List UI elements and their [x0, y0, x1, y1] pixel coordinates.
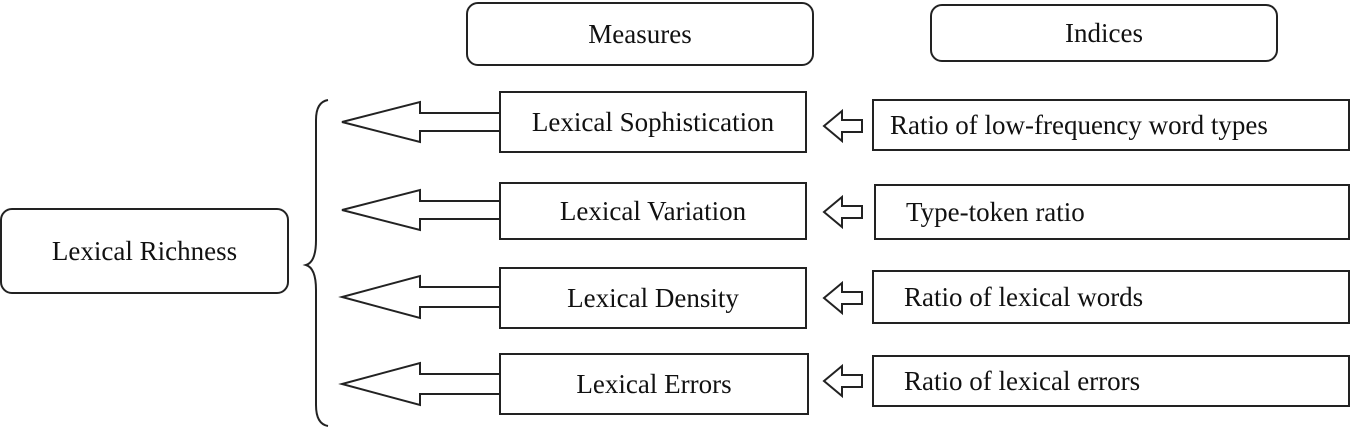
measure-box-sophistication: Lexical Sophistication: [499, 91, 807, 153]
index-label: Ratio of lexical words: [904, 281, 1144, 312]
measures-header-label: Measures: [588, 18, 692, 49]
small-arrow-icon: [822, 108, 863, 144]
grouping-brace: [302, 99, 329, 427]
small-arrow-icon: [822, 363, 863, 399]
index-label: Ratio of lexical errors: [904, 365, 1141, 396]
index-box-lexical-words: Ratio of lexical words: [872, 270, 1350, 324]
small-arrow-icon: [822, 194, 863, 230]
measures-header: Measures: [466, 2, 814, 66]
root-node-label: Lexical Richness: [51, 235, 238, 266]
indices-header: Indices: [930, 4, 1278, 62]
arrow-icon: [338, 361, 501, 407]
root-node: Lexical Richness: [0, 208, 289, 294]
measure-label: Lexical Density: [567, 282, 739, 313]
index-label: Ratio of low-frequency word types: [890, 109, 1268, 140]
measure-box-errors: Lexical Errors: [499, 353, 809, 415]
arrow-icon: [341, 188, 501, 232]
index-box-low-frequency: Ratio of low-frequency word types: [872, 99, 1350, 151]
measure-box-variation: Lexical Variation: [499, 182, 807, 240]
measure-label: Lexical Variation: [559, 195, 747, 226]
index-box-lexical-errors: Ratio of lexical errors: [872, 355, 1350, 407]
arrow-icon: [341, 100, 501, 144]
measure-box-density: Lexical Density: [499, 267, 807, 329]
measure-label: Lexical Errors: [576, 368, 732, 399]
small-arrow-icon: [822, 280, 863, 316]
index-box-type-token: Type-token ratio: [874, 184, 1350, 240]
indices-header-label: Indices: [1065, 17, 1143, 48]
arrow-icon: [338, 274, 501, 320]
index-label: Type-token ratio: [906, 196, 1085, 227]
measure-label: Lexical Sophistication: [531, 106, 775, 137]
